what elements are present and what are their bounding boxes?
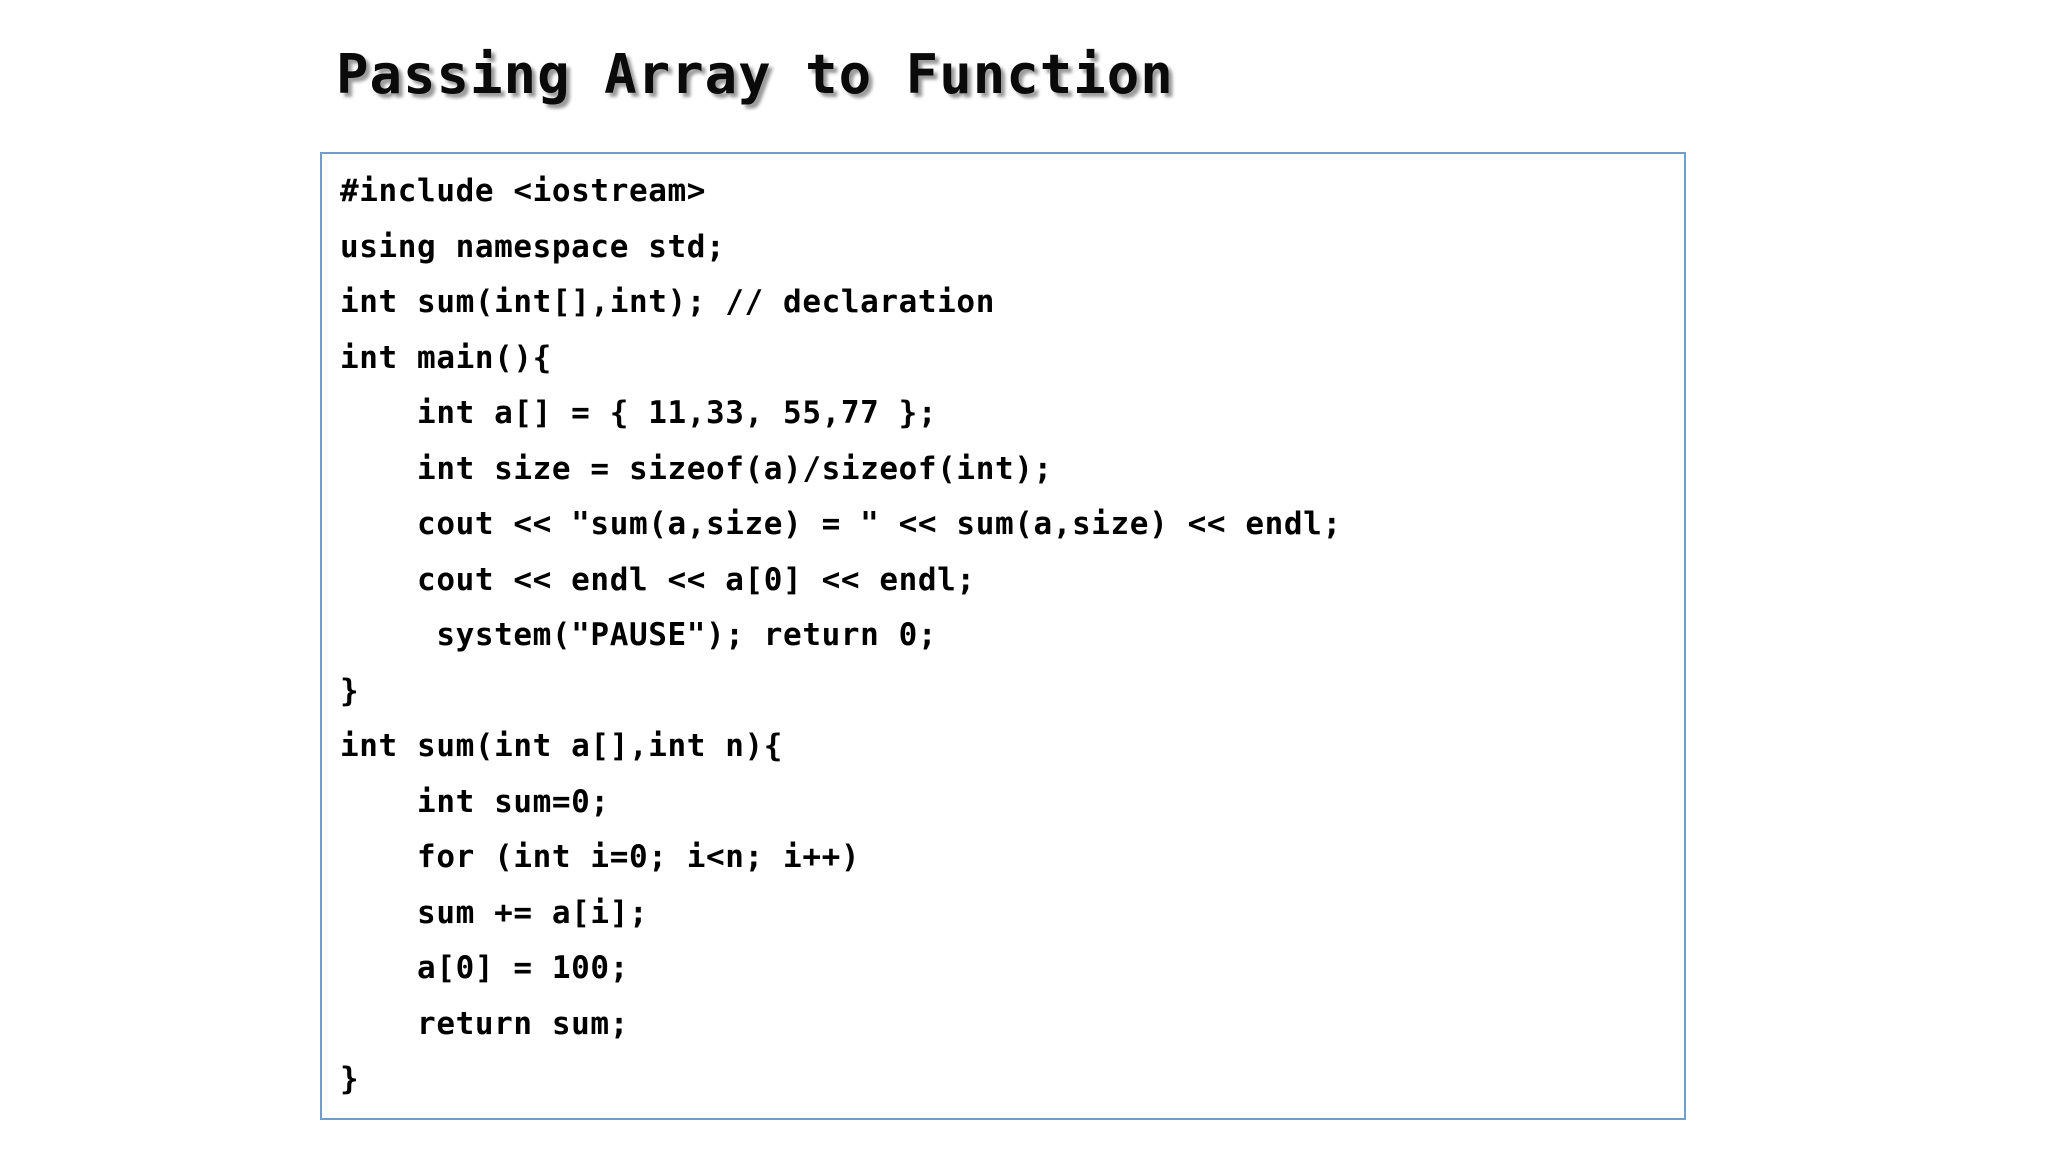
code-line: } — [340, 1061, 360, 1097]
code-line: int sum(int a[],int n){ — [340, 728, 784, 764]
code-line: for (int i=0; i<n; i++) — [340, 839, 861, 875]
code-line: return sum; — [340, 1005, 629, 1042]
code-block-container: #include <iostream> using namespace std;… — [320, 152, 1686, 1120]
code-lines-list: #include <iostream> using namespace std;… — [340, 164, 1684, 1118]
page-title: Passing Array to Function — [336, 43, 1174, 106]
code-line: int main(){ — [340, 339, 552, 376]
code-line: sum += a[i]; — [340, 894, 649, 931]
code-line: system("PAUSE"); return 0; — [340, 617, 938, 653]
code-line: int size = sizeof(a)/sizeof(int); — [340, 450, 1053, 487]
code-line: int sum=0; — [340, 783, 610, 820]
code-line: } — [340, 672, 360, 709]
code-line: a[0] = 100; — [340, 950, 629, 986]
code-line: cout << "sum(a,size) = " << sum(a,size) … — [340, 506, 1342, 542]
code-line: #include <iostream> — [340, 173, 707, 209]
code-line: int sum(int[],int); // declaration — [340, 284, 995, 320]
code-line: cout << endl << a[0] << endl; — [340, 561, 976, 598]
code-line: using namespace std; — [340, 228, 726, 265]
code-line: int a[] = { 11,33, 55,77 }; — [340, 395, 938, 431]
